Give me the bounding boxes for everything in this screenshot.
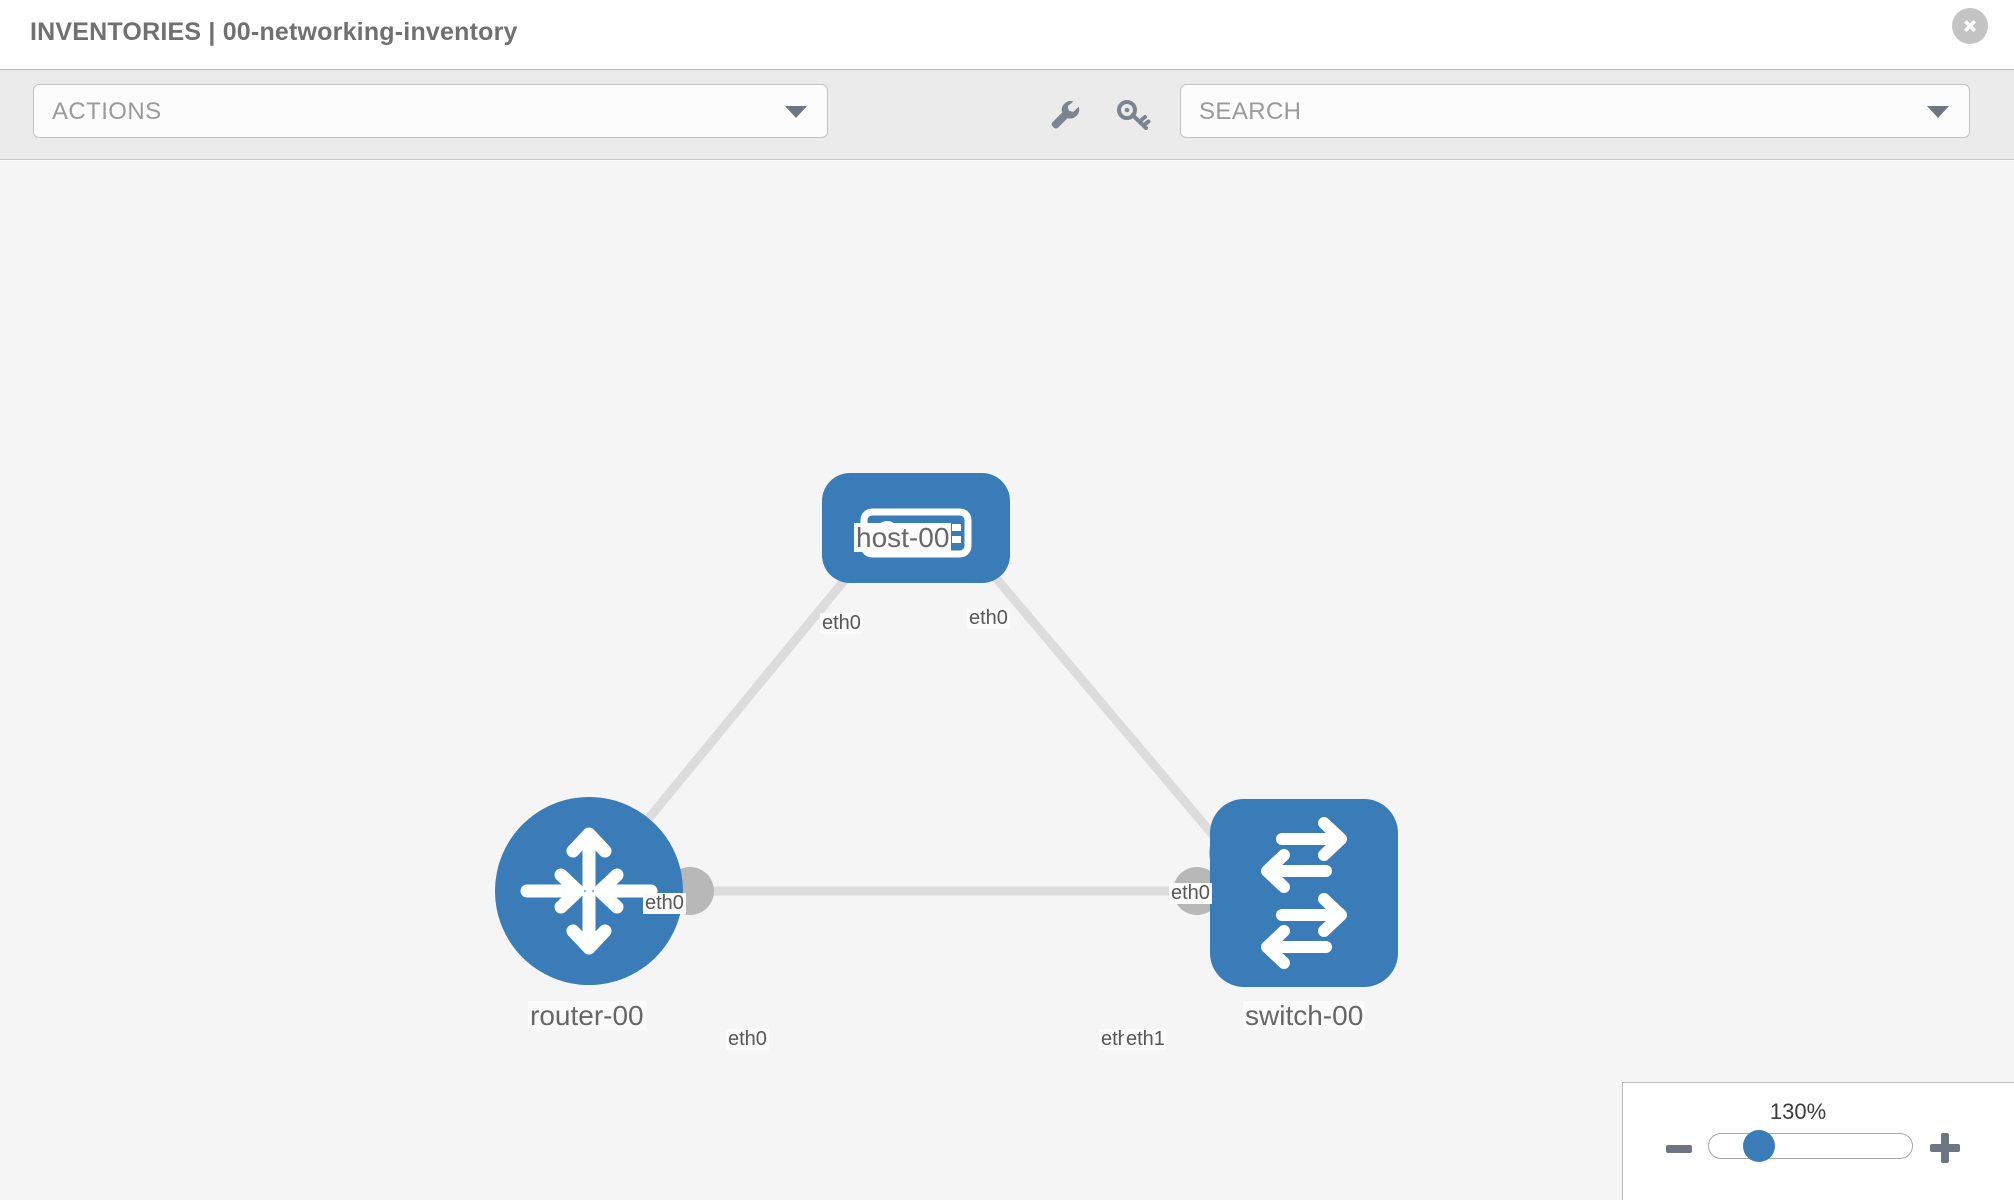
- interface-label-switch-eth1: eth1: [1124, 1028, 1167, 1050]
- interface-label-host-eth0-left: eth0: [820, 612, 863, 634]
- key-icon[interactable]: [1113, 95, 1153, 135]
- wrench-icon[interactable]: [1045, 95, 1085, 135]
- node-label-host-00: host-00: [854, 522, 952, 553]
- chevron-down-icon: [785, 106, 807, 118]
- topology-canvas[interactable]: host-00 router-00 switch-00 eth0 eth0 et…: [0, 161, 2014, 1200]
- node-label-switch-00: switch-00: [1243, 1000, 1366, 1031]
- search-input-value: SEARCH: [1199, 98, 1302, 125]
- zoom-slider-thumb[interactable]: [1743, 1130, 1775, 1162]
- chevron-down-icon[interactable]: [1927, 106, 1949, 118]
- search-input[interactable]: SEARCH: [1180, 84, 1970, 138]
- topology-graph: [495, 473, 1398, 987]
- page-title: INVENTORIES | 00-networking-inventory: [30, 18, 518, 46]
- node-label-router-00: router-00: [528, 1000, 646, 1031]
- node-switch-00[interactable]: [1210, 799, 1398, 987]
- interface-label-router-link-eth0: eth0: [643, 892, 686, 914]
- actions-dropdown-label: ACTIONS: [52, 98, 162, 125]
- plus-icon[interactable]: [1930, 1133, 1960, 1163]
- page-header: INVENTORIES | 00-networking-inventory: [0, 0, 2014, 70]
- zoom-percent-label: 130%: [1769, 1099, 1827, 1124]
- node-router-00[interactable]: [495, 797, 683, 985]
- interface-label-switch-link-eth0: eth0: [1169, 882, 1212, 904]
- actions-dropdown[interactable]: ACTIONS: [33, 84, 828, 138]
- interface-label-router-eth0: eth0: [726, 1028, 769, 1050]
- minus-icon[interactable]: [1666, 1145, 1692, 1153]
- zoom-control-panel: 130%: [1622, 1082, 2014, 1200]
- close-icon[interactable]: [1952, 8, 1988, 44]
- interface-label-host-eth0-right: eth0: [967, 607, 1010, 629]
- link-host-switch[interactable]: [948, 523, 1239, 864]
- zoom-slider-track[interactable]: [1708, 1133, 1913, 1159]
